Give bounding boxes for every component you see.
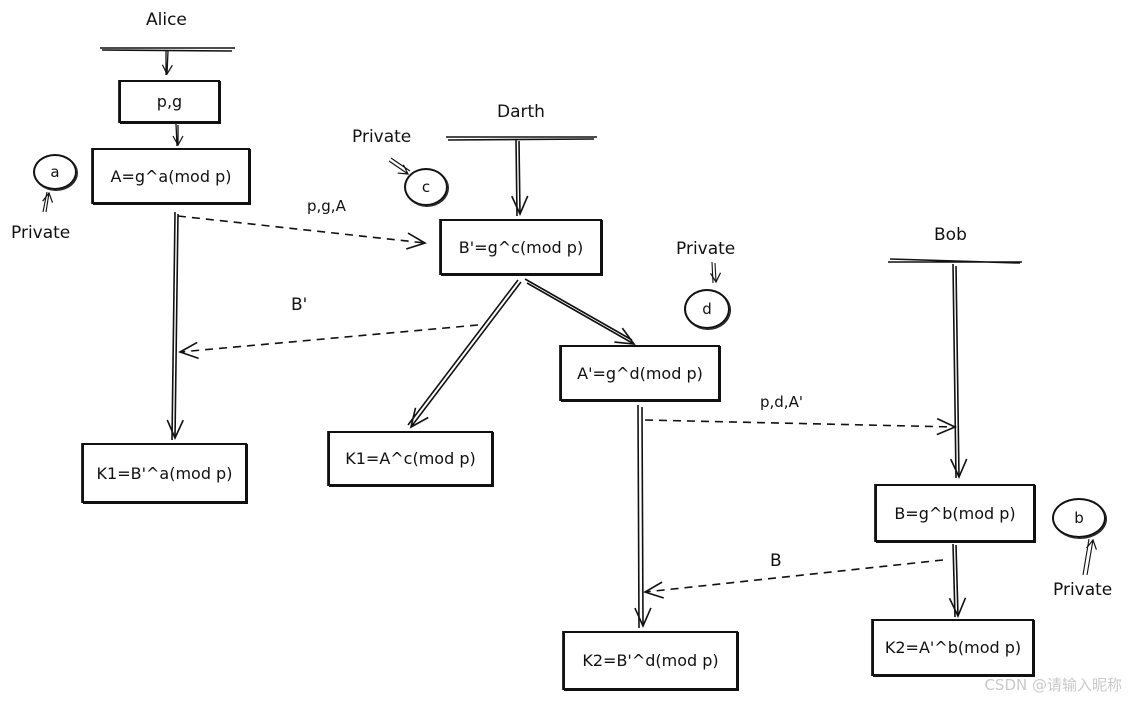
- darth-to-Bprime-arrow: [516, 139, 520, 216]
- msg-alice-to-darth-line: [177, 215, 427, 250]
- A-to-K1-arrow: [172, 211, 178, 440]
- darth-bar: [446, 136, 597, 141]
- msg-bob-to-darth-line: [643, 559, 944, 599]
- darth-Bprime-text: B'=g^c(mod p): [458, 237, 584, 257]
- darth-K2-box: K2=B'^d(mod p): [563, 631, 738, 690]
- secret-a-circle: a: [33, 154, 77, 190]
- msg-darth-to-bob-label: p,d,A': [760, 393, 803, 411]
- watermark: CSDN @请输入昵称: [984, 676, 1122, 694]
- secret-c-text: c: [421, 178, 431, 196]
- secret-a-text: a: [50, 163, 60, 181]
- private-label-bob: Private: [1053, 580, 1113, 600]
- darth-c-private-pointer: [388, 157, 410, 174]
- darth-Aprime-text: A'=g^d(mod p): [577, 363, 703, 383]
- alice-to-params-arrow: [166, 50, 168, 75]
- alice-A-text: A=g^a(mod p): [110, 166, 232, 186]
- alice-private-pointer: [43, 192, 49, 213]
- private-label-darth-c: Private: [352, 127, 412, 147]
- darth-Aprime-box: A'=g^d(mod p): [560, 345, 720, 401]
- bob-B-box: B=g^b(mod p): [875, 484, 1035, 542]
- Bprime-to-K1-arrow: [408, 279, 522, 427]
- actor-darth: Darth: [497, 102, 545, 122]
- darth-K2-text: K2=B'^d(mod p): [582, 651, 719, 670]
- secret-d-circle: d: [684, 289, 730, 329]
- actor-bob: Bob: [934, 225, 967, 245]
- actor-alice: Alice: [146, 10, 187, 30]
- alice-K1-box: K1=B'^a(mod p): [82, 443, 247, 503]
- darth-Bprime-box: B'=g^c(mod p): [440, 219, 602, 275]
- darth-K1-text: K1=A^c(mod p): [345, 449, 476, 468]
- Bprime-to-Aprime-arrow: [524, 278, 634, 344]
- msg-darth-to-bob-line: [644, 417, 957, 436]
- B-to-K2-arrow: [953, 543, 958, 617]
- params-to-A-arrow: [176, 123, 178, 146]
- secret-c-circle: c: [404, 168, 448, 206]
- bob-K2-box: K2=A'^b(mod p): [872, 619, 1034, 676]
- msg-bob-to-darth-label: B: [770, 551, 782, 571]
- secret-d-text: d: [702, 300, 712, 318]
- bob-B-text: B=g^b(mod p): [894, 503, 1016, 523]
- alice-A-box: A=g^a(mod p): [92, 148, 250, 204]
- msg-alice-to-darth-label: p,g,A: [307, 197, 346, 215]
- msg-darth-to-alice-label: B': [291, 295, 308, 315]
- bob-bar: [888, 258, 1022, 264]
- secret-b-text: b: [1074, 509, 1084, 527]
- bob-to-B-arrow: [953, 263, 959, 478]
- alice-bar: [100, 47, 235, 52]
- private-label-darth-d: Private: [676, 239, 736, 259]
- bob-K2-text: K2=A'^b(mod p): [884, 638, 1022, 657]
- Aprime-to-K2-arrow: [638, 404, 643, 628]
- darth-K1-box: K1=A^c(mod p): [328, 431, 493, 486]
- alice-params-text: p,g: [156, 92, 183, 111]
- msg-darth-to-alice-line: [178, 324, 479, 360]
- bob-private-pointer: [1083, 539, 1093, 576]
- alice-params-box: p,g: [119, 80, 220, 123]
- private-label-alice: Private: [11, 223, 71, 243]
- alice-K1-text: K1=B'^a(mod p): [96, 463, 233, 483]
- secret-b-circle: b: [1052, 498, 1106, 538]
- darth-d-private-pointer: [712, 261, 716, 283]
